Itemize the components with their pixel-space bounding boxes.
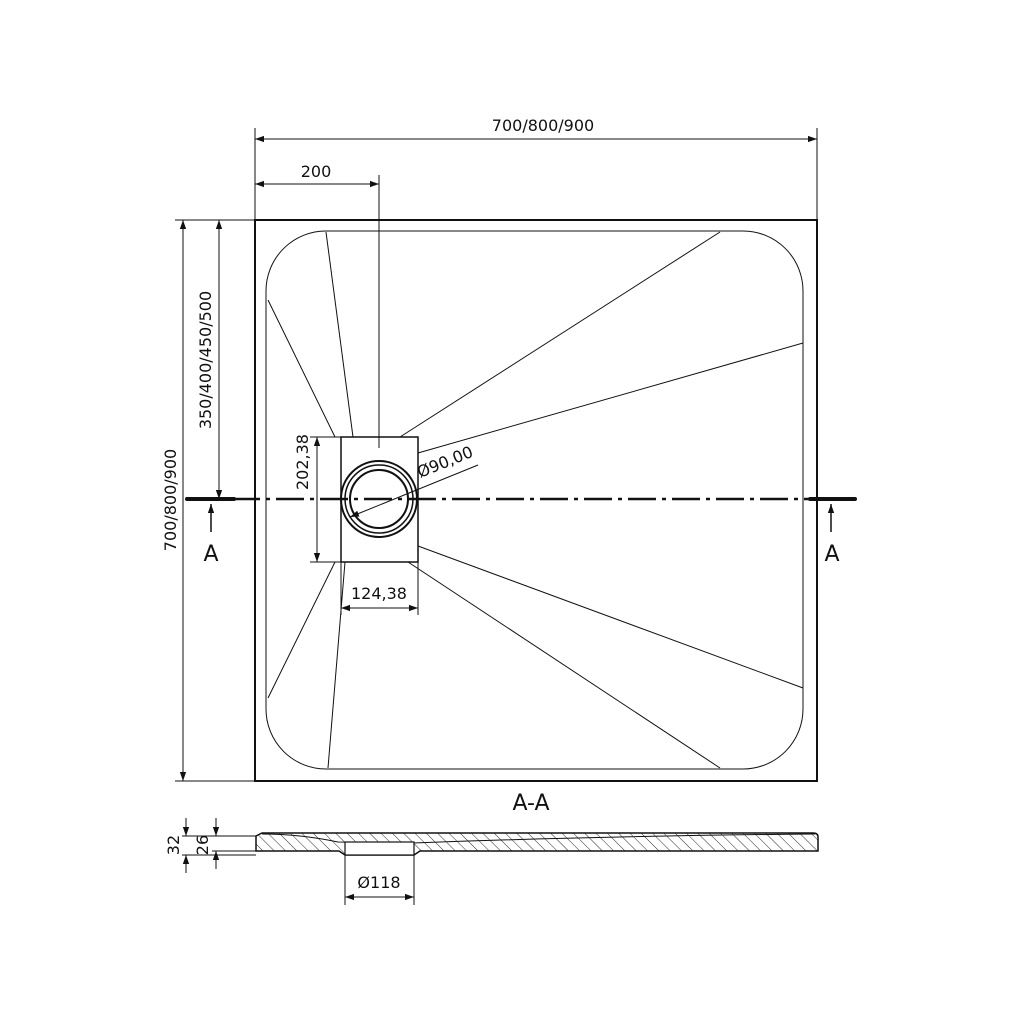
section-top-surface bbox=[261, 833, 816, 844]
slope-lines bbox=[267, 231, 804, 769]
total-thickness-label: 32 bbox=[164, 835, 183, 855]
dimension-drain-height: 202,38 bbox=[293, 434, 341, 563]
dimension-drain-offset-y: 350/400/450/500 bbox=[196, 220, 223, 499]
tray-outline bbox=[254, 219, 818, 782]
dimension-edge-thickness: 26 bbox=[193, 818, 256, 869]
dimension-height: 700/800/900 bbox=[161, 219, 255, 782]
dimension-drain-width: 124,38 bbox=[340, 562, 419, 615]
dimension-outlet-diameter: Ø118 bbox=[344, 855, 415, 905]
dimension-width: 700/800/900 bbox=[254, 116, 818, 220]
drain-offset-x-label: 200 bbox=[301, 162, 332, 181]
outlet-diameter-label: Ø118 bbox=[357, 873, 400, 892]
section-marker-left: A bbox=[203, 542, 218, 567]
width-label: 700/800/900 bbox=[492, 116, 594, 135]
edge-thickness-label: 26 bbox=[193, 835, 212, 855]
tray-plan-view: A A Ø90,00 bbox=[185, 219, 857, 782]
drain-width-label: 124,38 bbox=[351, 584, 407, 603]
section-drain-opening bbox=[344, 841, 415, 856]
section-view bbox=[255, 832, 819, 856]
height-label: 700/800/900 bbox=[161, 449, 180, 551]
section-profile bbox=[255, 832, 819, 856]
drain-offset-y-label: 350/400/450/500 bbox=[196, 291, 215, 429]
dimension-drain-offset-x: 200 bbox=[255, 162, 380, 448]
section-title: A-A bbox=[512, 791, 549, 816]
drain-diameter-leader bbox=[349, 464, 479, 518]
drain-height-label: 202,38 bbox=[293, 434, 312, 490]
drain-diameter-label: Ø90,00 bbox=[414, 442, 475, 481]
section-marker-right: A bbox=[824, 542, 839, 567]
